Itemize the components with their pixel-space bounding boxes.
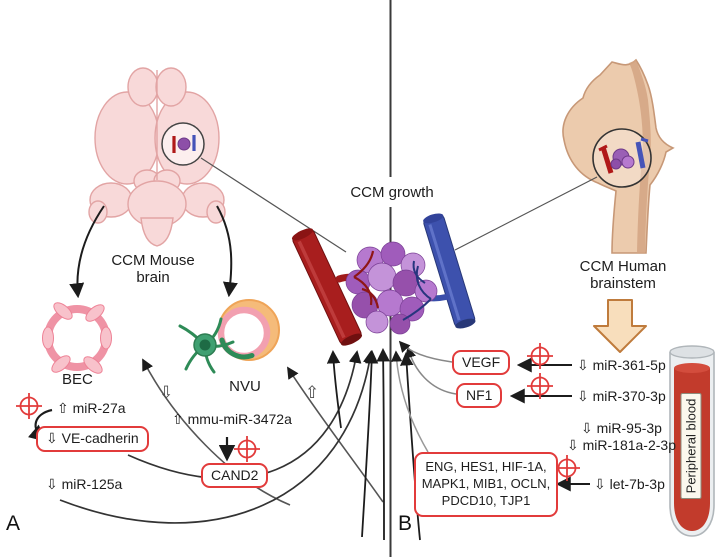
- down-regulated-glyph: ⇩: [159, 383, 174, 403]
- block-down-arrow-icon: [593, 299, 647, 353]
- nvu-illustration: [178, 299, 280, 374]
- mouse-brain-title: CCM Mouse brain: [111, 252, 195, 287]
- arrows: [27, 205, 590, 541]
- cand2-box: CAND2: [201, 463, 269, 488]
- vein-illustration: [416, 213, 476, 329]
- magnifier-circle-mouse: [161, 122, 347, 253]
- mir-181a-2-3p-label: ⇩ miR-181a-2-3p: [567, 437, 676, 453]
- vegf-box: VEGF: [452, 350, 511, 375]
- nvu-label: NVU: [229, 378, 261, 395]
- ccm-growth-title: CCM growth: [350, 184, 434, 201]
- mir-27a-label: ⇧ miR-27a: [57, 400, 126, 416]
- ve-cadherin-box: ⇩ VE-cadherin: [36, 426, 149, 452]
- magnifier-circle-human: [454, 128, 652, 251]
- panel-a-label: A: [6, 512, 21, 535]
- gene-target-box: ENG, HES1, HIF-1A, MAPK1, MIB1, OCLN, PD…: [414, 452, 558, 517]
- bec-illustration: [42, 302, 112, 374]
- mir-125a-label: ⇩ miR-125a: [46, 476, 123, 492]
- mir-95-3p-label: ⇩ miR-95-3p: [581, 420, 662, 436]
- target-icon: [233, 435, 261, 463]
- ccm-lesion-illustration: [345, 241, 438, 335]
- let-7b-3p-label: ⇩ let-7b-3p: [594, 476, 665, 492]
- human-brainstem-title: CCM Human brainstem: [579, 258, 667, 293]
- mmu-mir-3472a-label: ⇧ mmu-miR-3472a: [172, 411, 292, 427]
- blood-tube-label: Peripheral blood: [680, 393, 702, 499]
- nf1-box: NF1: [456, 383, 503, 408]
- target-icon: [15, 392, 43, 420]
- bec-label: BEC: [62, 371, 93, 388]
- mouse-brain-illustration: [88, 67, 226, 247]
- up-regulated-glyph: ⇧: [305, 383, 320, 403]
- panel-b-label: B: [398, 512, 413, 535]
- mir-370-3p-label: ⇩ miR-370-3p: [577, 388, 666, 404]
- mir-361-5p-label: ⇩ miR-361-5p: [577, 357, 666, 373]
